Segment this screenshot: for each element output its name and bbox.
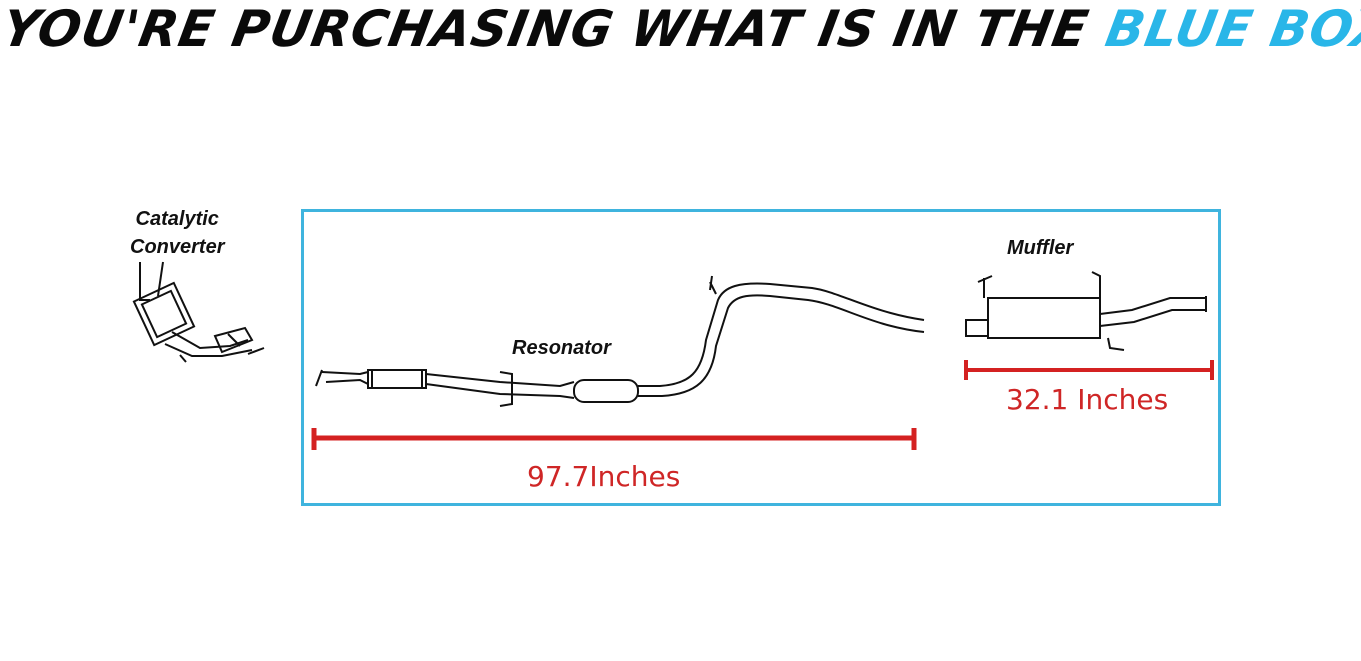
catalytic-converter-label: Catalytic Converter: [130, 205, 224, 261]
blue-box: [301, 209, 1221, 506]
muffler-drawing: [965, 271, 1207, 351]
measure-bar-short: [964, 360, 1214, 380]
catalytic-converter-drawing: [132, 261, 265, 363]
catalytic-converter-label-line2: Converter: [130, 236, 225, 258]
pipe-length-measurement: 97.7Inches: [527, 460, 681, 493]
muffler-length-measurement: 32.1 Inches: [1006, 383, 1169, 416]
measure-bar-long: [311, 428, 917, 450]
catalytic-converter-label-line1: Catalytic: [135, 208, 219, 230]
muffler-label: Muffler: [1007, 237, 1074, 259]
resonator-label: Resonator: [512, 337, 611, 359]
resonator-pipe-drawing: [315, 275, 925, 407]
